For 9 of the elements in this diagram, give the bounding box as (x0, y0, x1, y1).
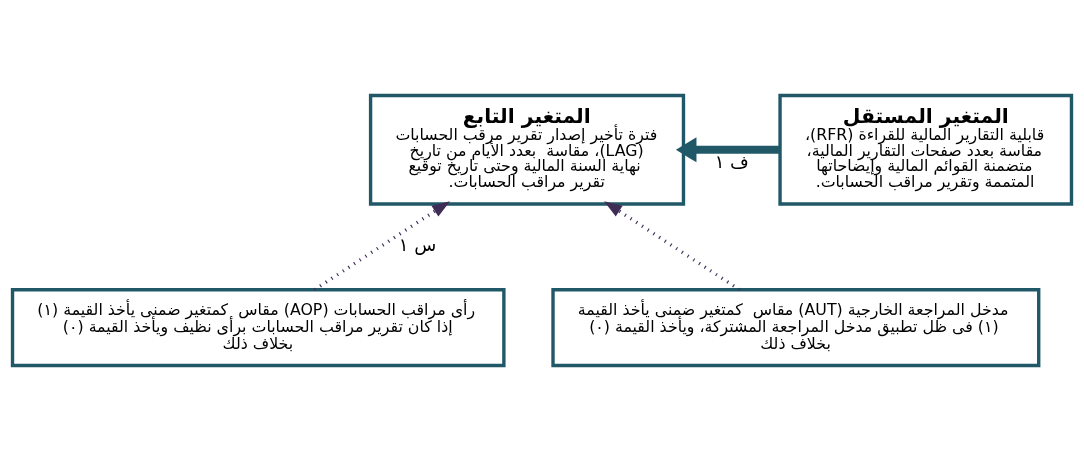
node-box: رأى مراقب الحسابات (AOP) مقاس كمتغير ضمنى يأخذ القيمة (١) إذا كان تقرير مراقب الحسابات برأى نظيف ويأخذ القيمة (٠) بخلاف ذلك (10, 288, 506, 368)
node-box: مدخل المراجعة الخارجية (AUT) مقاس كمتغير ضمنى يأخذ القيمة (١) فى ظل تطبيق مدخل المراجعة المشتركة، ويأخذ القيمة (٠) بخلاف ذلك (551, 288, 1041, 368)
arrow (313, 201, 451, 292)
node-box: المتغير المستقل قابلية التقارير المالية للقراءة (RFR)، مقاسة بعدد صفحات التقارير المالية، متضمنة القوائم المالية وإيضاحاتها المتممة وتقرير مراقب الحسابات. (778, 93, 1074, 206)
edge-label: ف ١ (714, 150, 749, 172)
node-box: المتغير التابع فترة تأخير إصدار تقرير مرقب الحسابات (LAG)، مقاسة بعدد الأيام من تاريخ نهاية السنة المالية وحتى تاريخ توقيع تقرير مراقب الحسابات. (368, 93, 686, 206)
arrow (675, 137, 780, 163)
edge-label: س ١ (398, 234, 437, 256)
arrow (604, 201, 741, 292)
